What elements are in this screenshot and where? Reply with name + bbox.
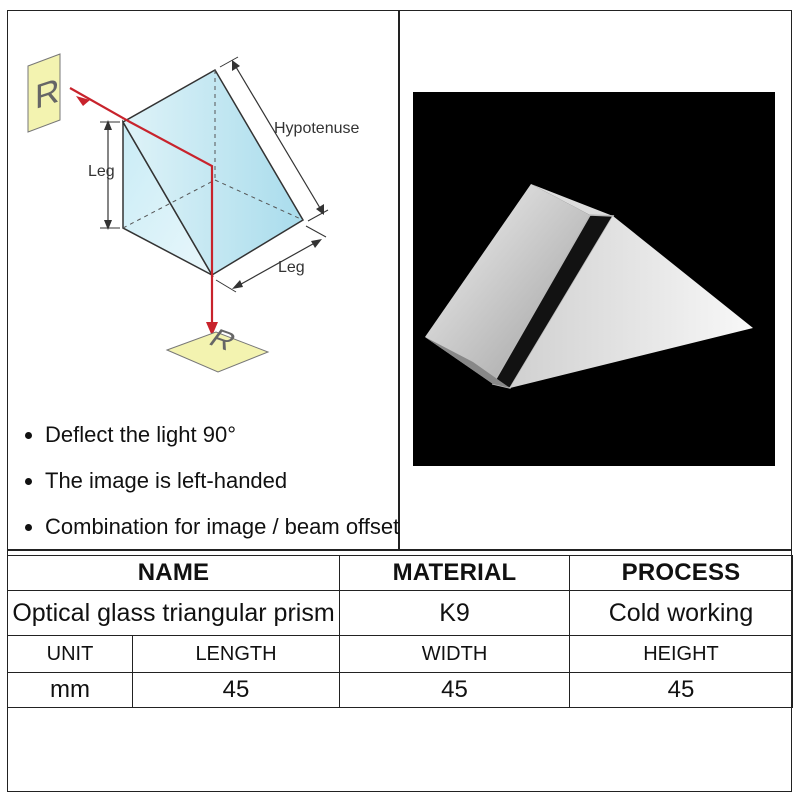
value-length: 45 — [132, 672, 340, 708]
prism-left-face — [425, 184, 590, 384]
leg-label-left: Leg — [88, 163, 115, 180]
table-row: NAME MATERIAL PROCESS — [7, 555, 793, 591]
value-unit: mm — [7, 672, 133, 708]
feature-text: Combination for image / beam offset — [45, 514, 400, 539]
feature-item: Combination for image / beam offset — [20, 504, 399, 550]
value-width: 45 — [339, 672, 570, 708]
feature-item: Deflect the light 90° — [20, 412, 399, 458]
extension-line — [305, 225, 327, 238]
header-process: PROCESS — [569, 555, 793, 591]
ray-arrow-head — [206, 322, 218, 336]
hidden-edge — [214, 179, 304, 221]
extension-line — [219, 56, 239, 68]
header-length: LENGTH — [132, 635, 340, 673]
arrow-head — [311, 239, 322, 248]
prism-diagram: R Leg Hypotenuse Leg R — [27, 53, 359, 373]
arrow-head — [232, 280, 243, 289]
header-material: MATERIAL — [339, 555, 570, 591]
ray-arrow-head — [76, 96, 90, 106]
prism-photo — [413, 92, 775, 466]
extension-line — [307, 209, 329, 222]
object-letter: R — [35, 71, 60, 117]
prism-bottom-face — [425, 337, 510, 388]
image-card — [165, 331, 270, 373]
value-material: K9 — [339, 590, 570, 636]
vertical-divider — [398, 10, 400, 550]
table-row: mm 45 45 45 — [7, 672, 793, 708]
arrow-head — [316, 204, 324, 215]
bullet-icon — [25, 431, 32, 439]
object-card — [27, 53, 61, 133]
hidden-edge — [122, 179, 216, 229]
hypotenuse-label: Hypotenuse — [274, 120, 359, 137]
arrow-head — [104, 220, 112, 230]
horizontal-divider — [7, 549, 792, 551]
feature-text: Deflect the light 90° — [45, 422, 237, 447]
leg-label-bottom: Leg — [278, 259, 305, 276]
feature-text: The image is left-handed — [45, 468, 288, 493]
arrow-head — [232, 60, 240, 71]
table-row: Optical glass triangular prism K9 Cold w… — [7, 590, 793, 636]
outer-frame — [7, 10, 792, 792]
hypotenuse-dimension-line — [232, 61, 324, 214]
bullet-icon — [25, 523, 32, 531]
header-height: HEIGHT — [569, 635, 793, 673]
spec-table: NAME MATERIAL PROCESS Optical glass tria… — [7, 555, 793, 708]
arrow-head — [104, 120, 112, 130]
value-height: 45 — [569, 672, 793, 708]
table-row: UNIT LENGTH WIDTH HEIGHT — [7, 635, 793, 673]
prism-right-face — [510, 216, 753, 388]
leg-dimension-line-bottom — [233, 239, 321, 289]
prism-top-face — [531, 184, 613, 216]
feature-list: Deflect the light 90° The image is left-… — [20, 412, 399, 550]
value-name: Optical glass triangular prism — [7, 590, 340, 636]
bullet-icon — [25, 477, 32, 485]
value-process: Cold working — [569, 590, 793, 636]
header-unit: UNIT — [7, 635, 133, 673]
light-ray — [69, 87, 214, 328]
feature-item: The image is left-handed — [20, 458, 399, 504]
extension-line — [215, 279, 237, 293]
header-name: NAME — [7, 555, 340, 591]
empty-row — [7, 713, 792, 792]
header-width: WIDTH — [339, 635, 570, 673]
